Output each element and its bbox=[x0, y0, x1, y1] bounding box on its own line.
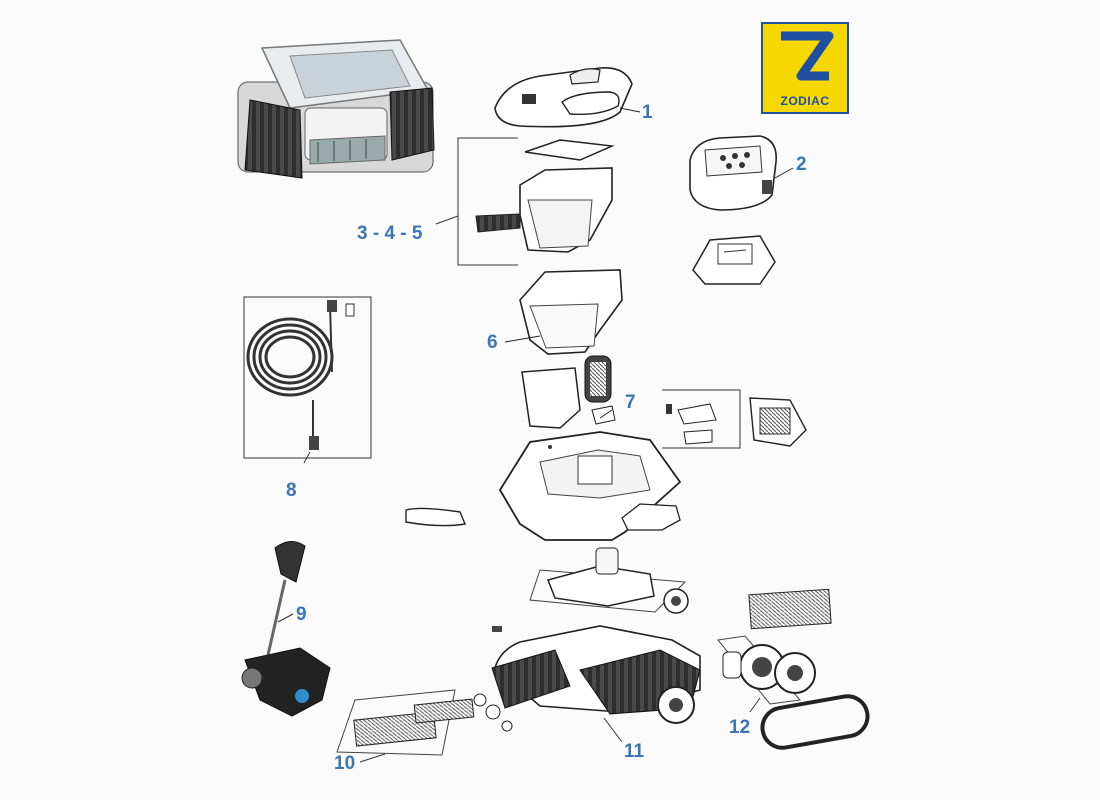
callout-6: 6 bbox=[487, 332, 498, 353]
top-cover-part bbox=[494, 67, 641, 128]
control-unit-part bbox=[689, 135, 794, 211]
assembled-robot-image bbox=[237, 39, 435, 179]
callout-1: 1 bbox=[642, 102, 653, 123]
filter-assembly-bracket bbox=[435, 137, 518, 266]
zodiac-z-mark-icon bbox=[781, 31, 834, 81]
filter-canister-part bbox=[475, 139, 615, 253]
filter-basket-part bbox=[504, 269, 623, 355]
callout-10: 10 bbox=[334, 753, 356, 774]
callout-8: 8 bbox=[286, 480, 297, 501]
side-parts-group bbox=[662, 389, 807, 449]
motor-block-part bbox=[529, 547, 689, 614]
impeller-part bbox=[521, 355, 616, 429]
chassis-track-part bbox=[491, 625, 701, 743]
zodiac-logo: ZODIAC bbox=[761, 22, 849, 114]
brand-name: ZODIAC bbox=[780, 94, 830, 108]
side-trim-part bbox=[405, 507, 466, 527]
front-grille-part bbox=[692, 235, 776, 285]
wheel-and-belt-part bbox=[717, 588, 870, 750]
callout-2: 2 bbox=[796, 154, 807, 175]
callout-9: 9 bbox=[296, 604, 307, 625]
caddy-trolley-part bbox=[241, 541, 331, 717]
power-cable-part bbox=[243, 296, 372, 464]
callout-12: 12 bbox=[729, 717, 751, 738]
callout-11: 11 bbox=[624, 741, 645, 762]
mount-bracket-part bbox=[621, 503, 681, 531]
brush-set-part bbox=[336, 689, 513, 763]
callout-3-4-5: 3 - 4 - 5 bbox=[357, 223, 423, 244]
callout-7: 7 bbox=[625, 392, 636, 413]
